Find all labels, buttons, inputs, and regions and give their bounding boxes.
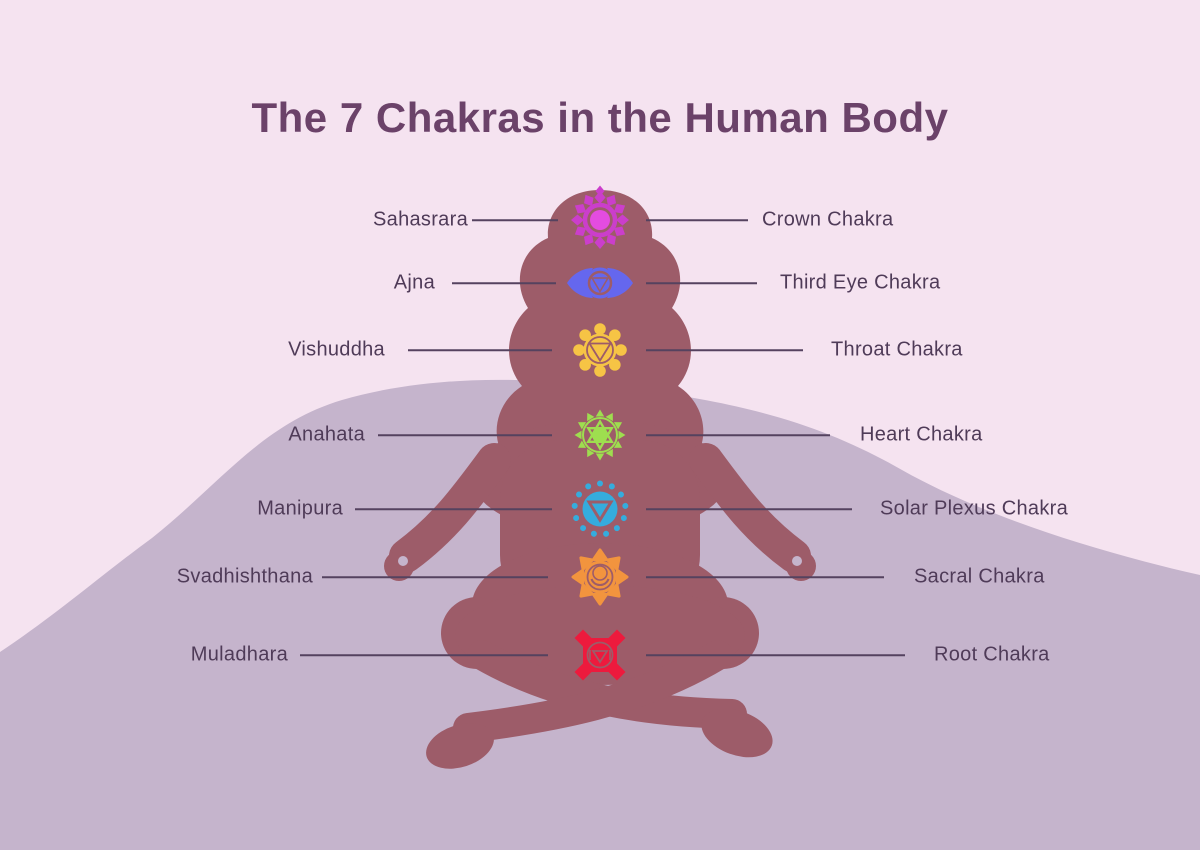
figure-right-foot [701,708,773,758]
sanskrit-label-svadhishthana: Svadhishthana [176,565,313,588]
svadhishthana-icon [571,548,629,606]
connector-left-anahata [378,434,552,436]
connector-right-third-eye [646,282,757,284]
sanskrit-label-vishuddha: Vishuddha [288,338,385,361]
connector-right-sacral [646,576,884,578]
english-label-crown: Crown Chakra [762,208,894,231]
figure-left-arm [389,443,511,573]
muladhara-icon [574,629,626,681]
english-label-heart: Heart Chakra [860,423,983,446]
anahata-icon [574,409,626,461]
connector-right-solar-plexus [646,508,852,510]
connector-right-throat [646,349,803,351]
connector-left-manipura [355,508,552,510]
connector-left-muladhara [300,654,548,656]
sanskrit-label-manipura: Manipura [257,497,343,520]
figure-left-foot [426,723,494,769]
english-label-throat: Throat Chakra [831,338,963,361]
connector-right-root [646,654,905,656]
english-label-third-eye: Third Eye Chakra [780,271,941,294]
english-label-solar-plexus: Solar Plexus Chakra [880,497,1069,520]
connector-left-svadhishthana [322,576,548,578]
connector-right-heart [646,434,830,436]
connector-left-sahasrara [472,219,558,221]
connector-right-crown [646,219,748,221]
connector-left-vishuddha [408,349,552,351]
page-title: The 7 Chakras in the Human Body [251,94,949,141]
english-label-root: Root Chakra [934,643,1050,666]
connector-left-ajna [452,282,556,284]
sanskrit-label-anahata: Anahata [288,423,365,446]
sanskrit-label-ajna: Ajna [393,271,435,294]
figure-right-shin [453,640,733,743]
english-label-sacral: Sacral Chakra [914,565,1045,588]
manipura-icon [571,480,629,538]
sanskrit-label-sahasrara: Sahasrara [373,208,468,231]
sahasrara-icon [571,185,629,249]
sanskrit-label-muladhara: Muladhara [190,643,288,666]
ajna-icon [567,267,633,299]
vishuddha-icon [573,323,627,377]
figure-right-arm [689,443,811,573]
